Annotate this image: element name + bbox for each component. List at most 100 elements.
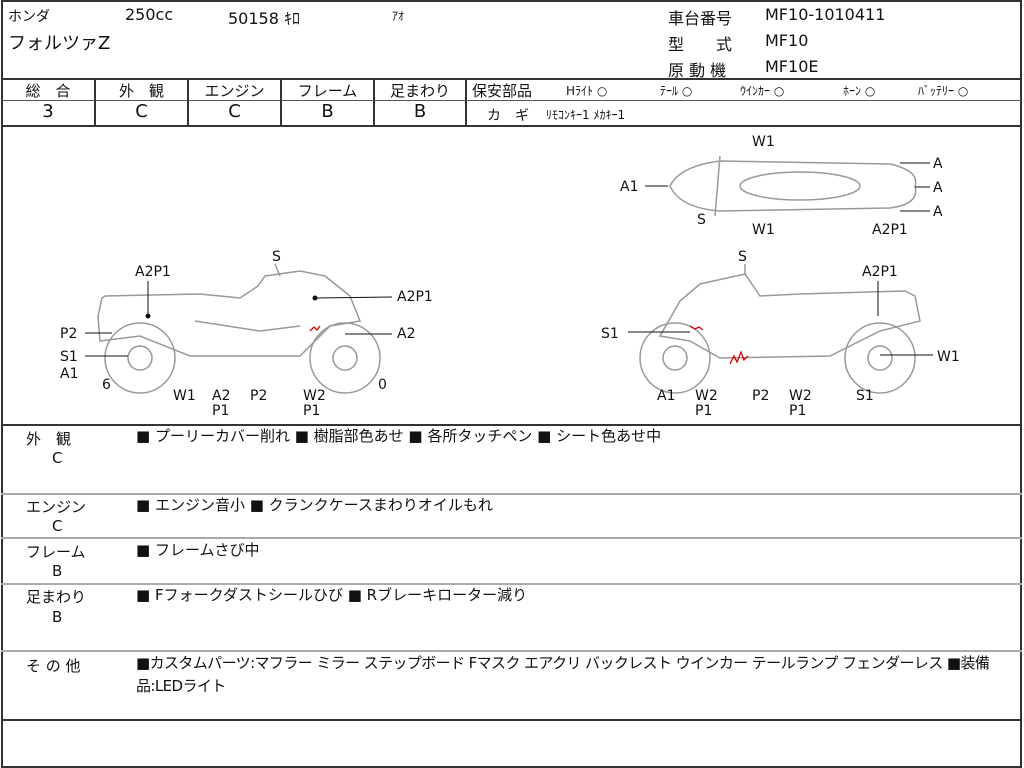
diagram-label: S1 — [601, 326, 619, 342]
divider — [1, 650, 1022, 652]
section-frame-title: フレーム — [26, 543, 86, 561]
item-value: ○ — [864, 84, 876, 98]
diagram-label: P2 — [60, 326, 78, 342]
grade-exterior-value: C — [135, 101, 148, 122]
section-engine-comments: ■ エンジン音小 ■ クランクケースまわりオイルもれ — [136, 496, 493, 514]
diagram-label: S — [738, 249, 747, 265]
displacement: 250cc — [125, 5, 174, 24]
grade-overall-label: 総 合 — [25, 82, 71, 100]
divider — [1, 537, 1022, 539]
maker: ホンダ — [8, 9, 50, 25]
item-name: Hﾗｲﾄ — [566, 84, 594, 98]
item-name: ﾎｰﾝ — [843, 84, 862, 98]
section-suspension-title: 足まわり — [26, 588, 87, 606]
section-exterior-title: 外 観 — [26, 430, 72, 448]
divider — [1, 78, 1022, 80]
diagram-label: W1 — [752, 134, 775, 150]
divider — [187, 78, 189, 125]
divider — [1, 125, 1022, 127]
diagram-label: A — [933, 156, 943, 172]
diagram-label: W2 — [303, 388, 326, 404]
safety-winker: ｳｲﾝｶｰ ○ — [740, 82, 784, 99]
divider — [1, 719, 1022, 721]
diagram-label: S — [272, 249, 281, 265]
diagram-label: A1 — [620, 179, 639, 195]
diagram-label: P2 — [752, 388, 770, 404]
diagram-label: P2 — [250, 388, 268, 404]
color: ｱｵ — [392, 9, 405, 23]
grade-frame-value: B — [321, 101, 334, 122]
section-exterior-grade: C — [52, 449, 63, 467]
diagram-label: S1 — [60, 349, 78, 365]
diagram-label: P1 — [695, 403, 713, 419]
diagram-label: A1 — [657, 388, 676, 404]
diagram-label: W2 — [789, 388, 812, 404]
diagram-label: W2 — [695, 388, 718, 404]
grade-frame-label: フレーム — [297, 82, 358, 100]
divider — [94, 78, 96, 125]
keys-value: ﾘﾓｺﾝｷｰ1 ﾒｶｷｰ1 — [546, 108, 626, 122]
damage-marks — [309, 325, 749, 365]
item-value: ○ — [681, 84, 693, 98]
side-view-left — [97, 263, 381, 394]
type-label: 型 式 — [668, 35, 733, 54]
diagram-label: A2P1 — [862, 264, 898, 280]
diagram-label: 0 — [378, 377, 387, 393]
diagram-label: W1 — [173, 388, 196, 404]
item-value: ○ — [596, 84, 608, 98]
safety-label: 保安部品 — [472, 82, 533, 100]
grade-overall-value: 3 — [42, 101, 54, 122]
section-exterior-comments: ■ プーリーカバー削れ ■ 樹脂部色あせ ■ 各所タッチペン ■ シート色あせ中 — [136, 427, 662, 445]
section-engine-grade: C — [52, 517, 63, 535]
section-frame-comments: ■ フレームさび中 — [136, 541, 260, 559]
divider — [280, 78, 282, 125]
type: MF10 — [765, 31, 809, 50]
diagram-label: A — [933, 204, 943, 220]
divider — [1, 100, 466, 101]
diagram-label: W1 — [752, 222, 775, 238]
section-frame-grade: B — [52, 562, 63, 580]
divider — [373, 78, 375, 125]
grade-engine-label: エンジン — [204, 82, 265, 100]
mileage: 50158 ｷﾛ — [228, 9, 300, 28]
motorcycle-diagram — [85, 155, 933, 394]
diagram-label: A2 — [212, 388, 231, 404]
engine-label: 原 動 機 — [668, 61, 727, 80]
diagram-label: S — [697, 212, 706, 228]
diagram-label: A2P1 — [872, 222, 908, 238]
diagram-label: A2 — [397, 326, 416, 342]
leader-lines — [85, 162, 933, 357]
diagram-label: P1 — [789, 403, 807, 419]
grade-engine-value: C — [228, 101, 241, 122]
section-suspension-grade: B — [52, 608, 63, 626]
divider — [1, 583, 1022, 585]
divider — [1, 493, 1022, 495]
section-engine-title: エンジン — [26, 498, 87, 516]
model-name: フォルツァZ — [8, 33, 111, 54]
item-value: ○ — [773, 84, 785, 98]
safety-headlight: Hﾗｲﾄ ○ — [566, 82, 607, 99]
divider — [465, 78, 467, 125]
top-view — [669, 155, 917, 217]
diagram-label: A1 — [60, 366, 79, 382]
diagram-label: P1 — [212, 403, 230, 419]
section-suspension-comments: ■ Fフォークダストシールひび ■ Rブレーキローター減り — [136, 586, 528, 604]
grade-suspension-label: 足まわり — [389, 82, 450, 100]
item-name: ﾊﾞｯﾃﾘｰ — [918, 84, 955, 98]
diagram-label: S1 — [856, 388, 874, 404]
divider — [1, 424, 1022, 426]
engine: MF10E — [765, 57, 819, 76]
grade-suspension-value: B — [413, 101, 427, 122]
diagram-label: A2P1 — [135, 264, 171, 280]
safety-tail: ﾃｰﾙ ○ — [660, 82, 692, 99]
diagram-label: P1 — [303, 403, 321, 419]
item-value: ○ — [957, 84, 969, 98]
safety-battery: ﾊﾞｯﾃﾘｰ ○ — [918, 82, 968, 99]
frame-no: MF10-1010411 — [765, 5, 886, 24]
grade-exterior-label: 外 観 — [118, 82, 164, 100]
diagram-label: A — [933, 180, 943, 196]
item-name: ﾃｰﾙ — [660, 84, 679, 98]
diagram-label: A2P1 — [397, 289, 433, 305]
item-name: ｳｲﾝｶｰ — [740, 84, 771, 98]
